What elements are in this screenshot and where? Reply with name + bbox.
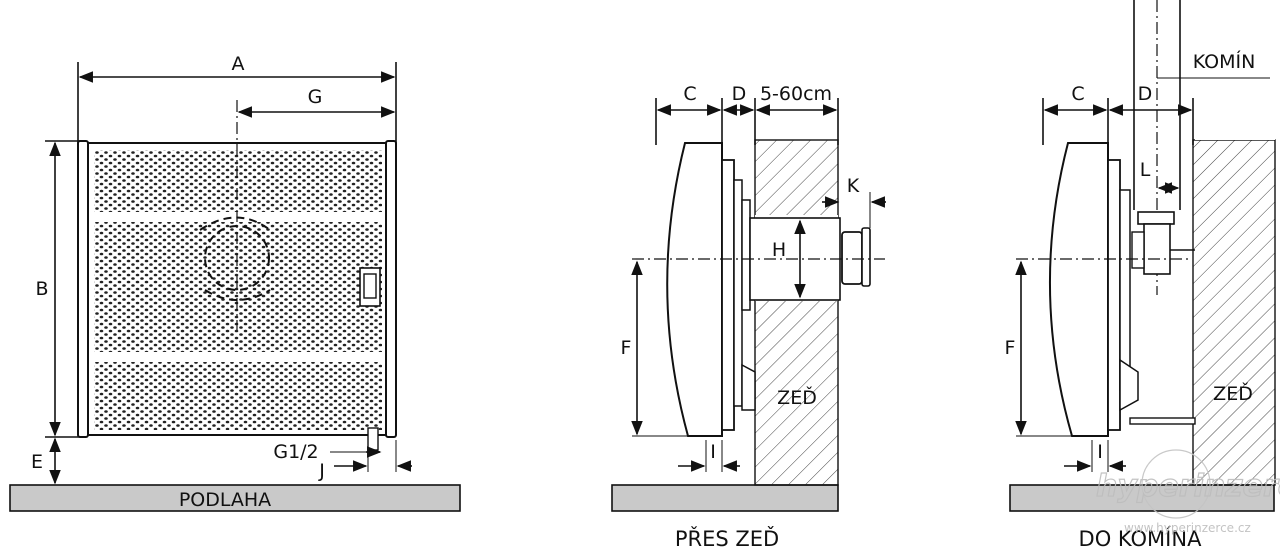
chimney-view: ZEĎ KOMÍN C D L F bbox=[1005, 0, 1276, 551]
watermark: hyperinzerce www.hyperinzerce.cz bbox=[1095, 449, 1280, 535]
chimney-dim-label-d: D bbox=[1138, 83, 1153, 105]
dim-label-a: A bbox=[232, 53, 245, 75]
floor-slab bbox=[9, 484, 461, 512]
chimney-wall-label: ZEĎ bbox=[1213, 382, 1253, 405]
watermark-logo-icon bbox=[1141, 449, 1211, 519]
control-knob bbox=[363, 273, 377, 299]
heater-back-plate bbox=[721, 159, 735, 431]
heater-right-rail bbox=[385, 140, 397, 438]
dim-label-g1-2: G1/2 bbox=[273, 441, 318, 463]
dim-label-range: 5-60cm bbox=[760, 83, 832, 105]
chimney-dim-label-l: L bbox=[1140, 159, 1151, 181]
grille-upper bbox=[94, 150, 382, 212]
dim-label-d: D bbox=[732, 83, 747, 105]
grille-middle bbox=[94, 222, 382, 352]
dim-label-g: G bbox=[308, 86, 323, 108]
dim-label-f: F bbox=[621, 337, 632, 359]
wall-section bbox=[754, 139, 839, 486]
pipe-connector bbox=[367, 427, 379, 451]
wall-label: ZEĎ bbox=[777, 386, 817, 409]
chimney-wall-section bbox=[1192, 139, 1276, 486]
watermark-url: www.hyperinzerce.cz bbox=[1124, 521, 1251, 535]
dim-label-j: J bbox=[318, 460, 325, 482]
grille-lower bbox=[94, 362, 382, 430]
caption-chimney: DO KOMÍNA bbox=[1079, 526, 1203, 551]
chimney-dim-label-i: I bbox=[1097, 441, 1103, 463]
chimney-dim-label-c: C bbox=[1071, 83, 1084, 105]
dim-label-h: H bbox=[772, 239, 786, 261]
dim-label-c: C bbox=[683, 83, 696, 105]
watermark-logo: hyperinzerce bbox=[1096, 469, 1280, 504]
caption-through-wall: PŘES ZEĎ bbox=[675, 526, 779, 551]
wall-bracket bbox=[1129, 417, 1196, 425]
flue-connector bbox=[1137, 211, 1175, 225]
dim-label-i: I bbox=[710, 441, 716, 463]
flue-terminal bbox=[841, 231, 863, 285]
wall-floor bbox=[611, 484, 839, 512]
heater-side-body bbox=[666, 142, 723, 437]
floor-label: PODLAHA bbox=[179, 489, 271, 511]
front-view: PODLAHA A G B E bbox=[9, 53, 461, 512]
chimney-label: KOMÍN bbox=[1193, 50, 1256, 73]
heater-left-rail bbox=[77, 140, 89, 438]
chimney-heater-body bbox=[1049, 142, 1109, 437]
wall-view: ZEĎ C D 5-60cm K H F bbox=[611, 83, 886, 551]
dim-label-e: E bbox=[31, 451, 43, 473]
dim-label-k: K bbox=[847, 175, 860, 197]
dim-label-b: B bbox=[35, 278, 48, 300]
chimney-dim-label-f: F bbox=[1005, 337, 1016, 359]
